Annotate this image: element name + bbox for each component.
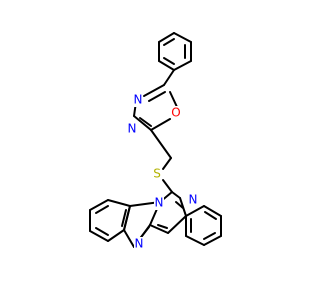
bond	[163, 38, 175, 46]
bond	[169, 91, 178, 108]
bond	[171, 191, 181, 199]
bond	[89, 199, 109, 211]
bond	[185, 235, 205, 246]
bond	[204, 211, 217, 220]
nitrogen-label: N	[134, 93, 143, 107]
bond	[150, 129, 172, 159]
bond	[107, 229, 125, 242]
bond	[185, 205, 205, 217]
bond	[150, 118, 171, 131]
bond	[163, 69, 175, 86]
bond	[175, 201, 184, 209]
bond	[167, 215, 187, 234]
nitrogen-label: N	[128, 122, 137, 136]
bond	[123, 205, 131, 231]
bond	[203, 232, 216, 240]
atom-label-bg	[152, 167, 162, 181]
bond	[162, 179, 173, 193]
bond	[162, 157, 172, 170]
atom-label-bg	[154, 196, 164, 210]
nitrogen-label: N	[135, 237, 144, 251]
bond	[123, 229, 135, 248]
bond	[148, 91, 166, 102]
molecule-svg: N N O S N N N	[89, 32, 222, 251]
bond	[121, 209, 127, 227]
bond	[158, 32, 175, 43]
bond	[143, 84, 165, 97]
bond	[203, 205, 222, 217]
atom-label-bg	[134, 237, 144, 251]
molecule-canvas: N N O S N N N	[89, 32, 222, 251]
nitrogen-label: N	[155, 196, 164, 210]
bond	[163, 57, 175, 65]
atom-label-layer: N N O S N N N	[127, 93, 198, 251]
sulfur-label: S	[153, 167, 161, 181]
bond-layer	[89, 32, 222, 248]
atom-label-bg	[133, 93, 143, 107]
bond	[158, 60, 175, 71]
bond	[173, 32, 192, 43]
bond	[149, 224, 169, 234]
bond	[139, 117, 152, 127]
atom-label-bg	[171, 106, 181, 120]
bond	[89, 230, 109, 242]
atom-label-bg	[127, 122, 137, 136]
bond	[107, 199, 131, 207]
bond	[203, 235, 222, 246]
atom-label-bg	[188, 193, 198, 207]
oxygen-label: O	[171, 106, 180, 120]
bond	[133, 115, 152, 131]
nitrogen-label: N	[189, 193, 198, 207]
bond	[157, 224, 168, 229]
bond	[173, 60, 192, 71]
bond	[95, 227, 109, 236]
bond	[95, 205, 109, 214]
